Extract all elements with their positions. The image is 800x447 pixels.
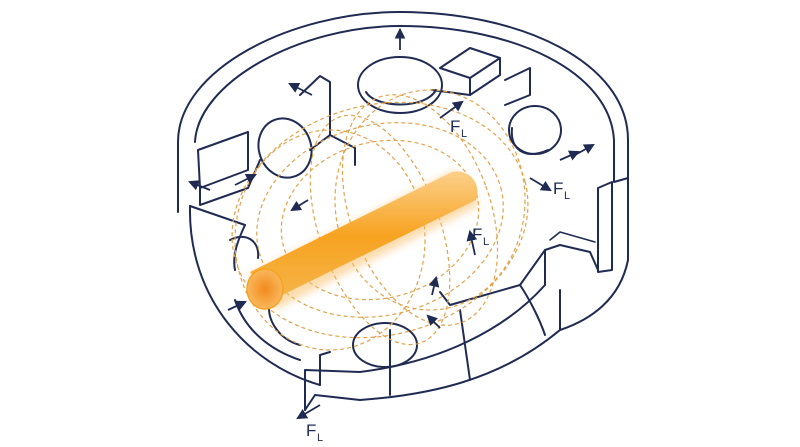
arrow-lower-up <box>428 275 440 296</box>
arrow-right-mid <box>559 150 580 161</box>
svg-text:F: F <box>306 421 316 440</box>
svg-text:L: L <box>461 128 467 140</box>
svg-text:L: L <box>317 432 323 444</box>
arrow-center-up <box>466 229 478 256</box>
arrow-left-center <box>290 199 309 212</box>
arrow-lower-left <box>426 314 441 329</box>
force-label-4: F L <box>306 421 323 444</box>
arrow-top-left <box>288 83 313 96</box>
arrow-right-upper <box>574 143 595 156</box>
force-label-1: F L <box>450 117 467 140</box>
left-blocks <box>189 75 356 361</box>
svg-text:L: L <box>483 236 489 248</box>
arrow-left-upper <box>187 180 211 191</box>
arrow-left-lower <box>227 300 247 311</box>
svg-text:F: F <box>450 117 460 136</box>
svg-text:F: F <box>472 225 482 244</box>
arrow-top-right <box>439 100 464 119</box>
outer-housing <box>177 11 629 386</box>
svg-text:F: F <box>553 179 563 198</box>
front-segment <box>304 231 599 411</box>
svg-text:L: L <box>564 190 570 202</box>
force-label-3: F L <box>472 225 489 248</box>
force-label-2: F L <box>553 179 570 202</box>
arrow-bottom-left <box>296 404 321 420</box>
arrow-left-inner <box>234 174 257 186</box>
force-arrows <box>187 27 595 420</box>
top-blocks <box>431 47 531 106</box>
conductor-rod <box>246 170 480 310</box>
arrow-right-down <box>529 177 552 192</box>
